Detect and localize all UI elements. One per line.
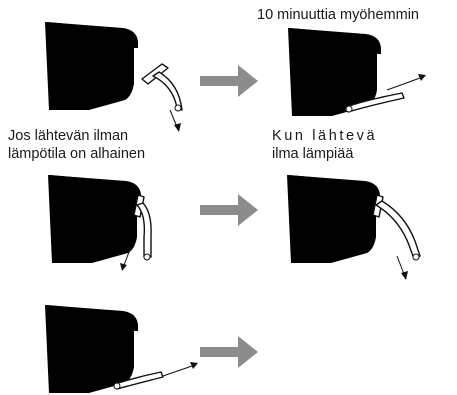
transition-arrow-3 [200,336,258,368]
louver-down [136,202,152,258]
unit-low-temperature [48,175,152,263]
label-low-temp-line2: lämpötila on alhainen [8,146,146,162]
label-warm-line1: Kun lähtevä [272,128,378,144]
unit-horizontal-flow [45,305,164,393]
louver-pivot [174,104,182,112]
louver-pivot [412,253,420,261]
unit-warm-air [287,175,421,263]
airflow-arrow-4 [396,255,408,280]
transition-arrow-2 [200,194,258,226]
airflow-arrow-2 [386,74,426,91]
louver-diagonal [152,71,183,111]
louver-horizontal [114,371,164,390]
label-after-10-minutes: 10 minuuttia myöhemmin [257,7,419,23]
louver-horizontal [345,92,405,113]
louver-pivot [113,382,121,390]
unit-normal [45,22,183,112]
transition-arrow-1 [200,65,258,97]
airflow-arrow-5 [162,362,198,377]
airflow-arrow-1 [169,109,181,132]
louver-diagonal [375,200,421,260]
unit-after-10-minutes [288,28,405,116]
label-warm-line2: ilma lämpiää [272,146,354,162]
label-low-temp-line1: Jos lähtevän ilman [8,128,129,144]
louver-pivot [345,105,353,113]
airflow-arrow-3 [120,246,132,271]
louver-pivot [143,253,151,261]
